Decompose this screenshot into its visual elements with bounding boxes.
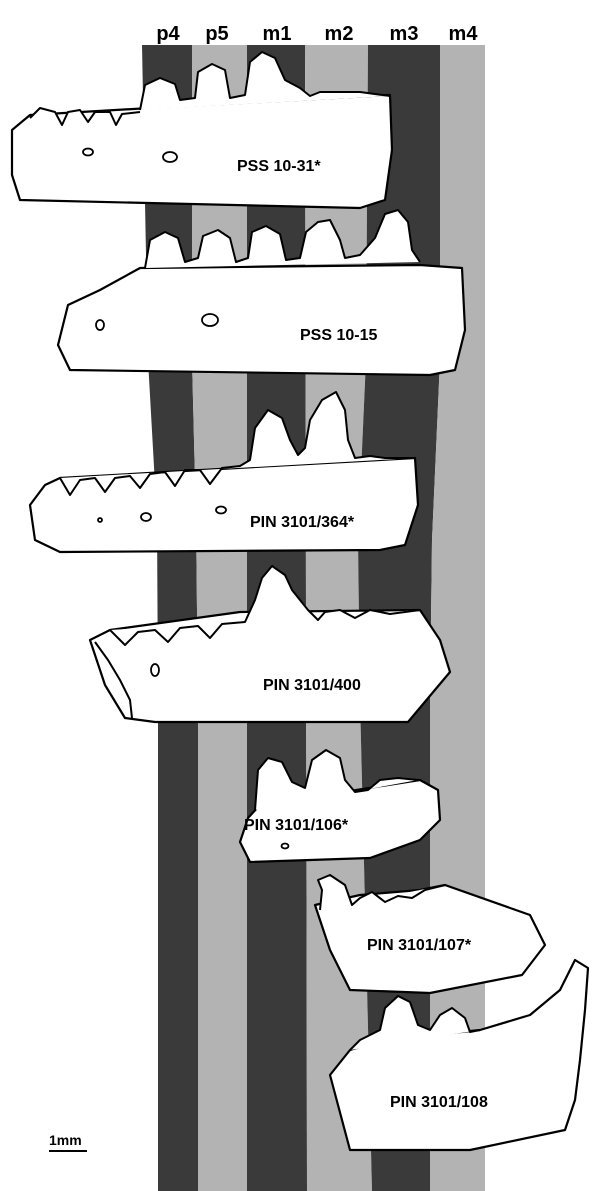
specimen-label: PIN 3101/107*	[367, 937, 472, 954]
label-p5: p5	[205, 23, 228, 45]
scale-bar-label: 1mm	[49, 1132, 82, 1148]
specimen-label: PSS 10-15	[300, 327, 377, 344]
specimen-jaw: PSS 10-15	[58, 210, 465, 375]
label-m2: m2	[325, 23, 354, 45]
tooth-position-labels: p4 p5 m1 m2 m3 m4	[156, 23, 478, 45]
label-m4: m4	[449, 23, 479, 45]
specimen-label: PIN 3101/106*	[244, 817, 349, 834]
label-m3: m3	[390, 23, 419, 45]
specimen-label: PIN 3101/400	[263, 677, 361, 694]
label-m1: m1	[263, 23, 292, 45]
scale-bar: 1mm	[49, 1132, 87, 1151]
specimen-label: PIN 3101/364*	[250, 514, 355, 531]
specimen-label: PIN 3101/108	[390, 1094, 488, 1111]
specimen-label: PSS 10-31*	[237, 158, 321, 175]
label-p4: p4	[156, 23, 180, 45]
